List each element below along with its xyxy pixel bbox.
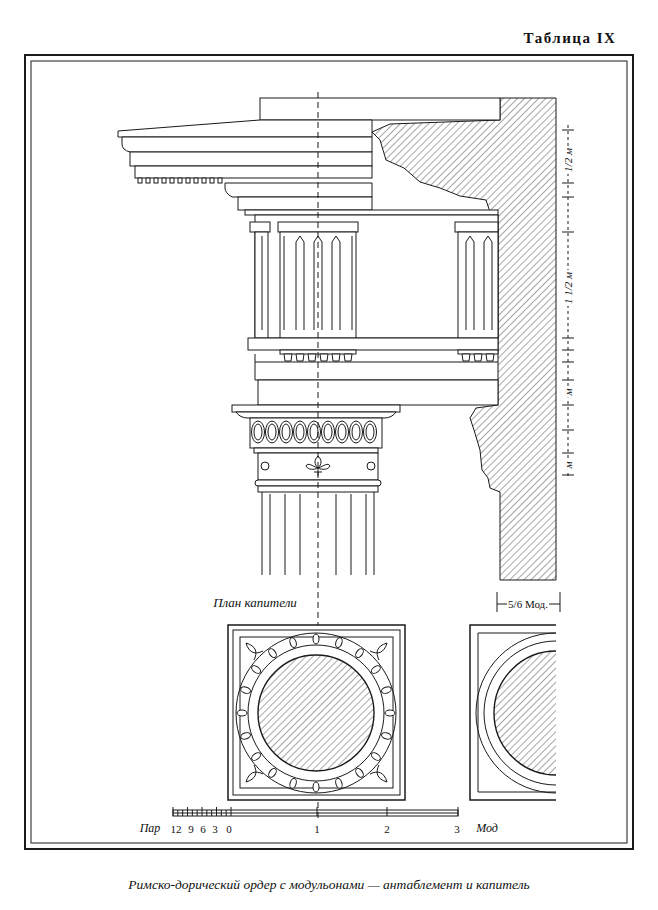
egg-ornament [313,634,319,644]
egg-ornament [267,647,278,659]
dimension-label: 1 1/2 м [562,270,574,306]
scale-number: 2 [384,823,390,835]
scale-tick [197,810,198,816]
plate-caption: Римско-дорический ордер с модульонами — … [128,878,529,893]
scale-tick [202,807,203,816]
scale-tick [192,810,193,816]
scale-tick [177,810,178,816]
scale-label: Пар [140,822,161,835]
egg-ornament [240,732,251,741]
abacus [232,405,400,412]
scale-number: 6 [200,823,206,835]
egg-ornament [370,751,382,762]
echinus [250,418,382,448]
scale-number: 0 [226,823,232,835]
scale-number: 3 [212,823,218,835]
shaft-section [258,655,374,771]
egg-ornament [335,637,344,648]
cornice-block [260,98,500,120]
frieze-top [245,210,498,215]
frame-inner [31,61,627,843]
egg-ornament [370,664,382,675]
scale-tick [317,807,318,816]
egg-ornament [237,710,247,716]
scale-tick [187,807,188,816]
frame-outer [25,55,633,849]
capital-plan [228,625,405,800]
scale-tick [216,807,217,816]
dimension-label: 5/6 Мод. [507,598,549,610]
scale-tick [458,807,459,816]
scale-tick [182,810,183,816]
dimension-label: м [562,459,574,470]
egg-ornament [354,767,365,779]
architrave-fascia [258,380,498,405]
egg-ornament [267,767,278,779]
scale-number: 1 [314,823,320,835]
scale-bar [173,810,458,816]
egg-ornament [250,664,262,675]
scale-number: 12 [171,823,182,835]
scale-tick [226,810,227,816]
scale-label: Мод [476,822,498,835]
dimension-label: м [562,386,574,397]
bed-fillet [238,197,372,210]
scale-tick [211,810,212,816]
scale-tick [173,807,174,816]
egg-ornament [289,637,298,648]
bed-moulding [225,183,372,197]
egg-ornament [289,778,298,789]
scale-tick [387,807,388,816]
corona [130,152,372,166]
cymatium [122,137,372,152]
dimension-label: 1/2 м [562,146,574,174]
scale-number: 3 [454,823,460,835]
scale-tick [206,810,207,816]
scale-number: 9 [188,823,194,835]
egg-ornament [385,710,395,716]
scale-tick [231,807,232,816]
egg-ornament [335,778,344,789]
triglyph [458,232,498,338]
plate-title: Таблица IX [524,30,617,47]
mutule-band [135,166,372,178]
egg-ornament [313,782,319,792]
scale-tick [221,810,222,816]
egg-ornament [381,732,392,741]
frieze [255,215,498,338]
egg-ornament [250,751,262,762]
view-label: План капители [211,596,299,610]
taenia [248,338,498,350]
architrave [255,354,498,380]
egg-ornament [240,686,251,695]
sima [118,120,372,137]
egg-ornament [381,686,392,695]
egg-ornament [354,647,365,659]
